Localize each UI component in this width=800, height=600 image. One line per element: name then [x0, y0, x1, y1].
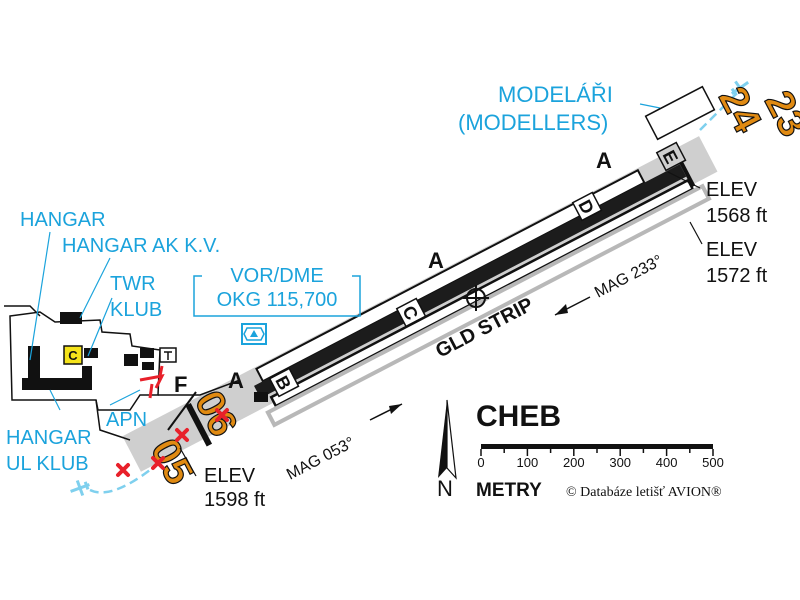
- elev-sw: ELEV 1598 ft: [179, 447, 266, 511]
- elev-sw-label: ELEV: [204, 465, 256, 487]
- runway-paved: [254, 164, 687, 399]
- runway-23-label: 23: [756, 84, 800, 144]
- scale-bar: 0 100 200 300 400 500: [477, 444, 724, 470]
- taxiway-e: E: [655, 141, 687, 172]
- c-marker-icon: C: [63, 345, 83, 365]
- closed-marks: [116, 408, 229, 477]
- airplane-icon-sw: [70, 479, 90, 497]
- windsock-icon: [139, 365, 165, 399]
- north-arrow-icon: N: [437, 399, 457, 501]
- modelari-label: MODELÁŘI: [498, 82, 613, 107]
- copyright-label: © Databáze letišť AVION®: [566, 485, 722, 500]
- mag-053-label: MAG 053°: [284, 434, 357, 483]
- vor-dme-icon: [241, 323, 267, 345]
- ul-klub-label: UL KLUB: [6, 453, 89, 475]
- airport-name: CHEB: [476, 400, 561, 433]
- scale-tick-label: 300: [609, 455, 631, 470]
- elev-sw-value: 1598 ft: [204, 489, 266, 511]
- scale-tick-label: 0: [477, 455, 484, 470]
- hangar-ul-label: HANGAR: [6, 427, 92, 449]
- buildings: [22, 312, 268, 402]
- klub-label: KLUB: [110, 299, 162, 321]
- tower-icon: [159, 347, 177, 363]
- hangar-label: HANGAR: [20, 209, 106, 231]
- modellers-area: [644, 85, 716, 141]
- taxiway-a-strip: [255, 168, 646, 383]
- elev-ne1-label: ELEV: [706, 179, 758, 201]
- taxiway-b: B: [268, 367, 300, 398]
- scale-unit-label: METRY: [476, 480, 542, 501]
- modellers-label: (MODELLERS): [458, 110, 608, 135]
- threshold-06: [185, 402, 213, 447]
- taxiway-a-label-1: A: [228, 368, 244, 393]
- runway-threshold-line: [167, 391, 197, 431]
- taxiway-a-label-3: A: [596, 148, 612, 173]
- taxiway-f-label: F: [174, 372, 187, 397]
- runway-complex: [122, 136, 718, 472]
- elev-ne2-value: 1572 ft: [706, 265, 768, 287]
- taxiway-d: D: [571, 191, 603, 222]
- scale-tick-label: 500: [702, 455, 724, 470]
- approach-line: [70, 80, 750, 497]
- hangar-ak-label: HANGAR AK K.V.: [62, 235, 220, 257]
- twr-label: TWR: [110, 273, 156, 295]
- scale-tick-label: 200: [563, 455, 585, 470]
- vor-dme-label: VOR/DME: [230, 265, 323, 287]
- elev-ne-1: ELEV 1568 ft: [667, 171, 768, 227]
- taxiway-a-label-2: A: [428, 248, 444, 273]
- taxiway-c: C: [395, 297, 427, 328]
- elev-ne1-value: 1568 ft: [706, 205, 768, 227]
- vor-dme-box: VOR/DME OKG 115,700: [193, 265, 361, 317]
- apn-label: APN: [106, 409, 147, 431]
- c-marker-label: C: [68, 348, 78, 363]
- north-label: N: [437, 476, 453, 501]
- scale-bar-line: [481, 444, 713, 449]
- elev-ne-2: ELEV 1572 ft: [689, 221, 768, 287]
- scale-tick-label: 400: [656, 455, 678, 470]
- elev-ne2-label: ELEV: [706, 239, 758, 261]
- vor-freq-label: OKG 115,700: [217, 289, 338, 311]
- airplane-icon-ne: [730, 80, 750, 97]
- scale-tick-label: 100: [517, 455, 539, 470]
- vor-symbol-icon: [463, 285, 489, 311]
- mag-233-label: MAG 233°: [592, 252, 665, 301]
- leader-lines: [29, 103, 661, 411]
